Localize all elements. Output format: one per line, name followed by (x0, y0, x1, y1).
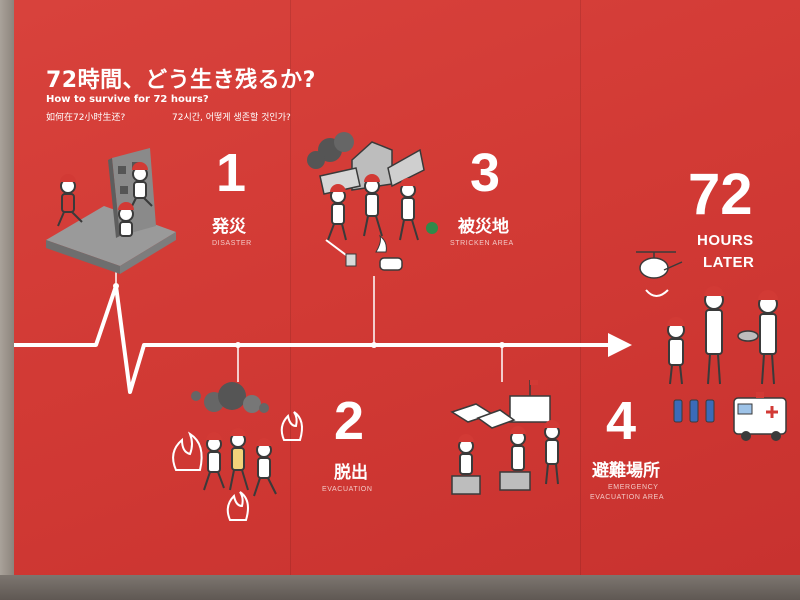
stage-1-number: 1 (216, 143, 247, 203)
poster-board (14, 0, 800, 575)
stage-3-name: 被災地 (458, 217, 509, 237)
hours-label: HOURS (697, 232, 754, 249)
disaster-illustration (46, 148, 176, 274)
stage-2-name-en: EVACUATION (322, 486, 373, 493)
panel-seam (580, 0, 581, 575)
panel-seam (290, 0, 291, 575)
evacuation-illustration (172, 382, 303, 521)
connector-dot (235, 342, 241, 348)
stage-2-name: 脱出 (334, 463, 368, 483)
stage-1-name: 発災 (212, 217, 246, 237)
stricken-area-illustration (307, 132, 438, 271)
stage-4-name-en-line2: EVACUATION AREA (590, 494, 665, 501)
subtitle-korean: 72시간, 어떻게 생존할 것인가? (172, 113, 291, 123)
subtitle-english: How to survive for 72 hours? (46, 94, 209, 105)
poster-title: 72時間、どう生き残るか? (46, 68, 316, 93)
connector-dot (371, 342, 377, 348)
stage-3-name-en: STRICKEN AREA (450, 240, 514, 247)
wall-edge-left (0, 0, 14, 600)
subtitle-chinese: 如何在72小时生还? (46, 113, 126, 123)
timeline-arrowhead (608, 333, 632, 357)
stage-2-number: 2 (334, 391, 365, 451)
stage-4-name-en-line1: EMERGENCY (608, 484, 659, 491)
stage-4-number: 4 (606, 391, 637, 451)
stage-3-number: 3 (470, 143, 501, 203)
rescue-illustration (636, 251, 787, 441)
stage-4-name: 避難場所 (592, 461, 660, 481)
timeline-line (14, 284, 612, 394)
later-label: LATER (703, 254, 755, 271)
stage-1-name-en: DISASTER (212, 240, 252, 247)
connector-dot (113, 283, 119, 289)
evacuation-area-illustration (450, 380, 560, 495)
connector-dot (499, 342, 505, 348)
hours-later-number: 72 (688, 162, 753, 227)
wall-edge-bottom (0, 575, 800, 600)
